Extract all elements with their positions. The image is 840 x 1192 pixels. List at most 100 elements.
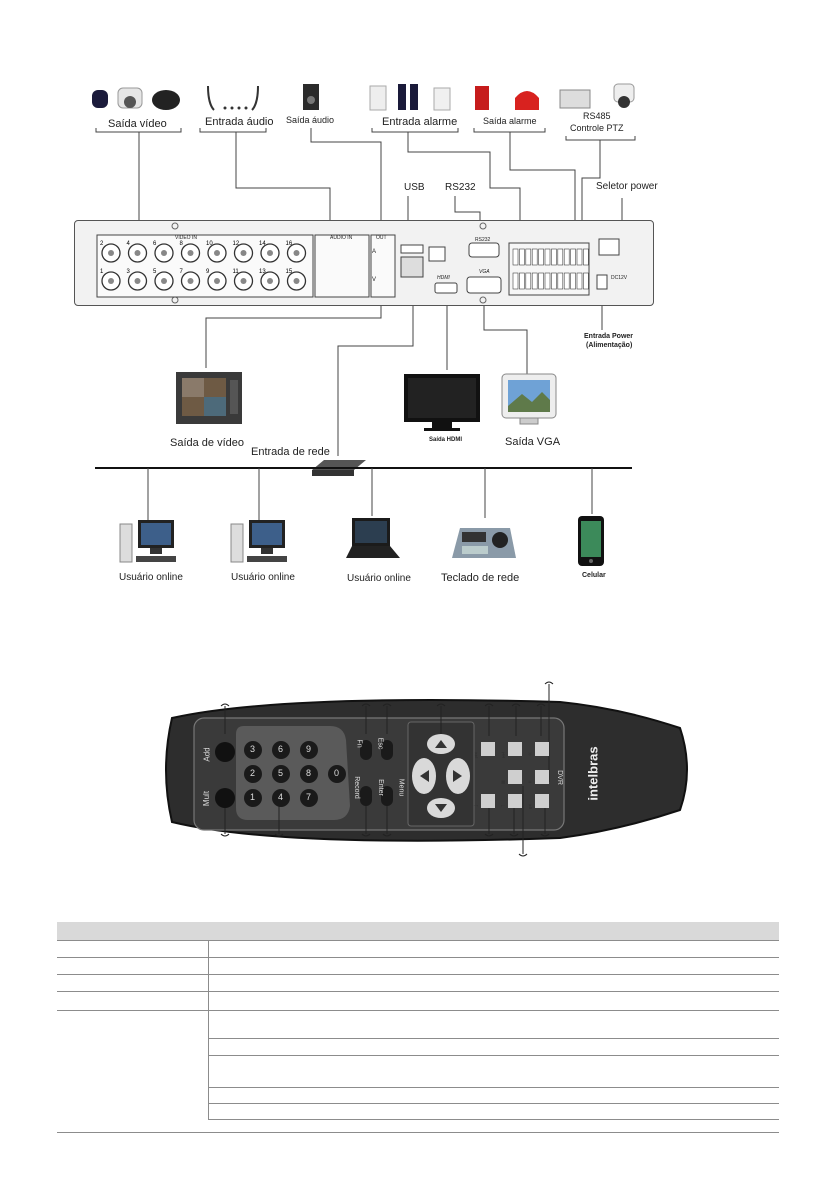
terminal-pin [576,272,583,290]
network-in-label: Entrada de rede [251,446,330,458]
panel-out-v: V [372,277,377,283]
ptz-device-icons [559,83,635,109]
terminal-pin [583,248,589,266]
pc-icon-2 [230,520,287,563]
audio-in-label: Entrada áudio [205,116,274,128]
video-in-bottom-0-pin [108,278,114,284]
key-7[interactable]: 7 [306,792,312,802]
table-row [57,974,779,992]
network-bus [95,467,632,520]
remote-record-label: Record [352,776,360,799]
terminal-pin [512,272,519,290]
terminal-pin [570,248,576,266]
crt-monitor-icon [176,372,242,424]
remote-function-table [57,922,779,1120]
key-5[interactable]: 5 [278,768,284,778]
usb-label: USB [404,182,425,193]
table-row [57,1087,779,1104]
terminal-pin [538,248,544,266]
svg-text:⏮: ⏮ [499,752,506,758]
keyboard-label: Teclado de rede [441,572,520,584]
key-9[interactable]: 9 [306,744,312,754]
svg-text:■: ■ [499,780,506,784]
alarm-sensor-icons [369,84,451,111]
rs485-label: RS485 [583,111,611,121]
key-3[interactable]: 3 [250,744,256,754]
svg-text:»: » [526,752,533,756]
svg-text:⏭: ⏭ [472,752,479,759]
remote-add-label: Add [202,747,212,762]
panel-rs232: RS232 [475,237,491,243]
table-row [57,957,779,975]
video-in-bottom-6-number: 13 [259,269,266,275]
key-1[interactable]: 1 [250,792,256,802]
power-switch-label: Seletor power [596,181,658,192]
svg-text:↑: ↑ [472,804,479,808]
key-2[interactable]: 2 [250,768,256,778]
panel-video-in: VIDEO IN [175,235,197,241]
speaker-icon [303,84,319,110]
connection-lines-top [95,128,636,456]
terminal-pin [570,272,576,290]
ptz-label: Controle PTZ [570,123,624,133]
audio-out-label: Saída áudio [286,115,335,125]
remote-esc-label: Esc [376,737,384,750]
table-row [57,1103,779,1120]
terminal-pin [525,272,532,290]
key-0[interactable]: 0 [334,768,340,778]
hdmi-tv-icon [404,374,480,431]
panel-dc: DC12V [611,275,628,281]
video-in-top-6-pin [267,250,273,256]
panel-audio-in: AUDIO IN [330,235,353,241]
terminal-pin [551,248,557,266]
remote-menu-label: Menu [397,778,405,797]
table-row [57,1055,779,1088]
user2-label: Usuário online [231,572,295,583]
panel-out-a: A [372,249,377,255]
terminal-pin [557,248,564,266]
video-in-top-7-number: 16 [286,241,293,247]
video-in-top-7-pin [293,250,300,256]
video-out-label: Saída vídeo [108,118,167,130]
camera-icons [92,87,180,110]
remote-mult-label: Mult [202,790,212,807]
vga-out-label: Saída VGA [505,436,561,448]
video-in-top-2-number: 6 [153,241,157,247]
table-row [57,1038,779,1056]
key-8[interactable]: 8 [306,768,312,778]
remote-brand-label: intelbras [585,746,601,801]
panel-vga: VGA [479,269,490,275]
video-in-top-0-number: 2 [100,241,104,247]
video-in-bottom-1-number: 3 [127,269,131,275]
video-in-top-3-pin [187,250,194,256]
table-header-row [57,922,779,941]
remote-control-figure: ⏭ ⏮ » ■ ⏸ ↑ ↓ ⏯ Add Mult Fn Esc Record E… [0,670,840,890]
key-4[interactable]: 4 [278,792,284,802]
terminal-pin [576,248,583,266]
video-in-bottom-5-pin [240,278,247,284]
svg-text:⏯: ⏯ [526,804,533,810]
dvr-rear-panel: 214365871091211141316152143 VIDEO IN AUD [74,220,654,306]
video-in-top-5-pin [240,250,247,256]
remote-svg: ⏭ ⏮ » ■ ⏸ ↑ ↓ ⏯ [165,681,688,857]
svg-text:↓: ↓ [499,804,506,808]
video-in-bottom-6-pin [267,278,273,284]
key-6[interactable]: 6 [278,744,284,754]
network-keyboard-icon [452,528,516,558]
video-in-bottom-7-number: 15 [286,269,293,275]
power-in-label-1: Entrada Power [584,333,634,340]
video-in-top-0-pin [108,250,114,256]
alarm-out-label: Saída alarme [483,116,537,126]
terminal-pin [519,248,525,266]
video-in-top-4-pin [214,250,220,256]
terminal-pin [544,272,551,290]
video-in-bottom-7-pin [293,278,300,284]
video-in-bottom-2-pin [161,278,167,284]
remote-enter-label: Enter [376,779,384,796]
table-row [57,991,779,1011]
laptop-icon [346,518,400,558]
video-in-top-4-number: 10 [206,241,213,247]
power-in-label-2: (Alimentação) [586,342,633,349]
connection-diagram: Saída vídeo Entrada áudio Saída áudio En… [74,83,658,584]
terminal-pin [512,248,519,266]
